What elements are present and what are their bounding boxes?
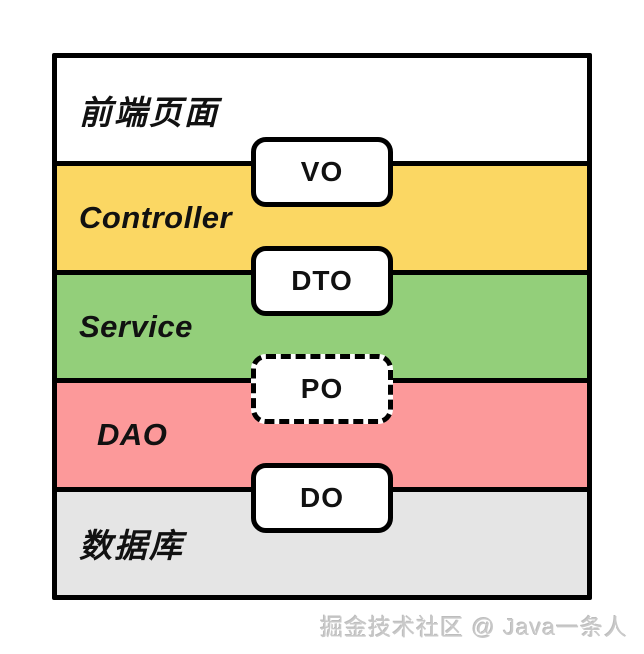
watermark: 掘金技术社区 @ Java一条人 <box>320 614 628 640</box>
connector-po-label: PO <box>300 373 344 404</box>
connector-do-label: DO <box>300 482 344 513</box>
layer-service-label: Service <box>79 308 193 344</box>
connector-dto-label: DTO <box>291 265 353 296</box>
layer-database-label: 数据库 <box>79 527 184 565</box>
connector-vo-label: VO <box>300 156 344 187</box>
connector-box-dto: DTO <box>251 246 393 316</box>
connector-box-do: DO <box>251 463 393 533</box>
connector-box-po: PO <box>251 354 393 424</box>
architecture-diagram: 前端页面 Controller Service DAO 数据库 VO DTO P… <box>52 53 592 600</box>
layer-controller-label: Controller <box>79 200 233 236</box>
layer-dao-label: DAO <box>97 416 168 452</box>
connector-box-vo: VO <box>251 137 393 207</box>
layer-frontend-label: 前端页面 <box>79 93 219 131</box>
